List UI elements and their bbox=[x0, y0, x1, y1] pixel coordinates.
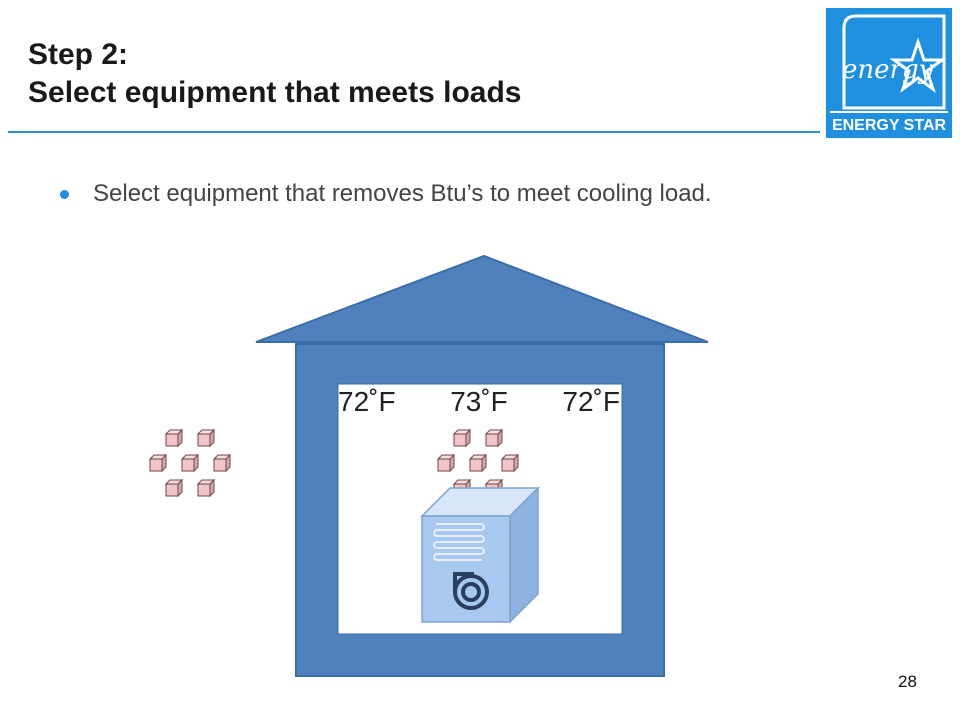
temp-right: 72˚F bbox=[562, 386, 620, 417]
title-line-step: Step 2: bbox=[28, 38, 129, 71]
house-roof bbox=[255, 254, 709, 343]
bullet-item: Select equipment that removes Btu’s to m… bbox=[60, 180, 712, 208]
logo-brand-text: ENERGY STAR bbox=[832, 117, 947, 134]
temp-center: 73˚F bbox=[450, 386, 508, 417]
fan-icon bbox=[453, 572, 489, 610]
logo-script-text: energy bbox=[842, 55, 934, 85]
title-divider bbox=[8, 131, 820, 133]
cooling-unit-icon bbox=[420, 486, 540, 624]
bullet-dot-icon bbox=[60, 189, 69, 199]
temperature-readings: 72˚F 73˚F 72˚F bbox=[338, 386, 620, 418]
slide-title: Step 2: Select equipment that meets load… bbox=[28, 36, 521, 112]
outdoor-heat-cubes bbox=[149, 429, 231, 497]
star-icon bbox=[889, 37, 947, 93]
bullet-text: Select equipment that removes Btu’s to m… bbox=[93, 180, 712, 207]
page-number: 28 bbox=[898, 672, 917, 691]
temp-left: 72˚F bbox=[338, 386, 396, 417]
coil-icon bbox=[433, 523, 485, 561]
energy-star-logo: energy ENERGY STAR bbox=[826, 8, 952, 138]
title-line-main: Select equipment that meets loads bbox=[28, 76, 522, 109]
